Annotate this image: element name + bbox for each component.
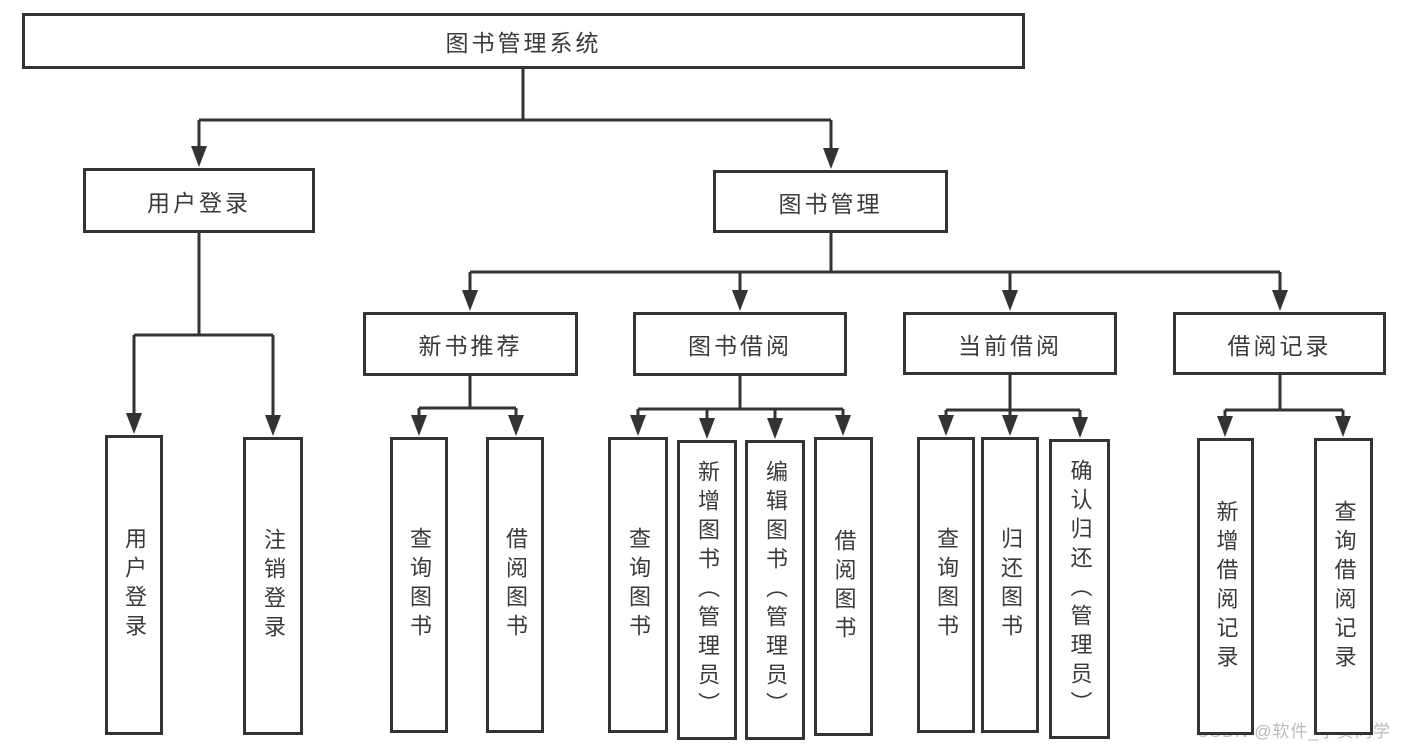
node-user-login: 用户登录 <box>83 168 315 233</box>
node-borrow-records-label: 借阅记录 <box>1227 332 1332 359</box>
arrowhead-down-icon <box>462 290 478 311</box>
node-root-label: 图书管理系统 <box>445 30 602 56</box>
node-add-books-admin: 新增图书（管理员） <box>677 440 737 740</box>
arrowhead-down-icon <box>732 290 748 311</box>
node-user-login-leaf-label: 用户登录 <box>122 527 147 643</box>
node-user-login-label: 用户登录 <box>147 189 251 216</box>
arrowhead-down-icon <box>191 146 207 167</box>
arrowhead-down-icon <box>1217 416 1233 437</box>
node-root: 图书管理系统 <box>22 13 1025 69</box>
arrowhead-down-icon <box>411 415 427 436</box>
node-edit-books-admin-label: 编辑图书（管理员） <box>763 459 788 721</box>
node-logout-leaf: 注销登录 <box>243 437 303 735</box>
node-borrow-books-1: 借阅图书 <box>486 437 544 733</box>
node-query-books-1: 查询图书 <box>390 437 448 733</box>
node-logout-leaf-label: 注销登录 <box>261 528 286 644</box>
arrowhead-down-icon <box>699 418 715 439</box>
arrowhead-down-icon <box>1002 415 1018 436</box>
arrowhead-down-icon <box>630 415 646 436</box>
node-query-borrow-record: 查询借阅记录 <box>1314 438 1373 735</box>
node-add-books-admin-label: 新增图书（管理员） <box>695 459 720 721</box>
arrowhead-down-icon <box>1002 290 1018 311</box>
node-user-login-leaf: 用户登录 <box>105 435 163 735</box>
node-return-books-label: 归还图书 <box>998 527 1023 643</box>
node-new-book-recommend: 新书推荐 <box>363 312 578 376</box>
node-borrow-books-1-label: 借阅图书 <box>503 527 528 643</box>
node-book-management: 图书管理 <box>713 170 948 233</box>
arrowhead-down-icon <box>938 415 954 436</box>
node-add-borrow-record: 新增借阅记录 <box>1197 438 1254 735</box>
arrowhead-down-icon <box>1272 290 1288 311</box>
node-borrow-books-2-label: 借阅图书 <box>831 528 857 645</box>
arrowhead-down-icon <box>1335 416 1351 437</box>
node-query-books-2-label: 查询图书 <box>626 527 651 643</box>
arrowhead-down-icon <box>126 413 142 434</box>
node-current-borrow: 当前借阅 <box>903 312 1117 375</box>
arrowhead-down-icon <box>265 415 281 436</box>
node-borrow-books-2: 借阅图书 <box>814 437 873 736</box>
node-book-borrow-label: 图书借阅 <box>688 333 792 359</box>
node-query-books-3: 查询图书 <box>917 437 975 733</box>
arrowhead-down-icon <box>1072 417 1088 438</box>
node-confirm-return-admin: 确认归还（管理员） <box>1049 439 1110 739</box>
node-current-borrow-label: 当前借阅 <box>958 332 1062 359</box>
node-confirm-return-admin-label: 确认归还（管理员） <box>1067 458 1093 720</box>
node-query-books-1-label: 查询图书 <box>407 527 432 643</box>
node-query-borrow-record-label: 查询借阅记录 <box>1331 499 1357 674</box>
node-add-borrow-record-label: 新增借阅记录 <box>1213 499 1239 674</box>
arrowhead-down-icon <box>823 148 839 169</box>
node-book-borrow: 图书借阅 <box>633 312 847 376</box>
node-return-books: 归还图书 <box>981 437 1039 733</box>
arrowhead-down-icon <box>767 418 783 439</box>
node-new-book-recommend-label: 新书推荐 <box>418 333 523 359</box>
node-borrow-records: 借阅记录 <box>1173 312 1386 375</box>
node-query-books-3-label: 查询图书 <box>934 527 959 643</box>
arrowhead-down-icon <box>508 415 524 436</box>
arrowhead-down-icon <box>835 415 851 436</box>
node-book-management-label: 图书管理 <box>778 190 883 217</box>
node-edit-books-admin: 编辑图书（管理员） <box>745 440 805 740</box>
node-query-books-2: 查询图书 <box>608 437 668 733</box>
